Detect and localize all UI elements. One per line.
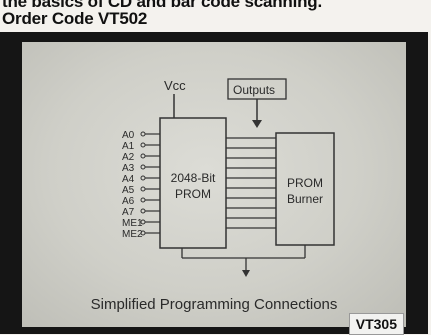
pin-label-a4: A4 [122,174,135,185]
pin-label-a7: A7 [122,207,135,218]
pin-terminal-a6 [141,198,145,202]
pin-label-a5: A5 [122,185,135,196]
outputs-label: Outputs [233,83,275,97]
pin-terminal-a7 [141,209,145,213]
prom-label-line1: 2048-Bit [171,171,216,185]
pin-label-a3: A3 [122,163,135,174]
pin-label-a0: A0 [122,130,135,141]
outputs-arrow-head [252,120,262,128]
pin-terminal-a4 [141,176,145,180]
ground-path [182,245,305,274]
slide-screen: Vcc Outputs 2048-Bit PROM PROM Burner [22,42,406,327]
diagram-caption: Simplified Programming Connections [22,296,406,313]
pin-terminal-a0 [141,132,145,136]
slide-code-badge: VT305 [349,313,404,335]
pin-terminal-a1 [141,143,145,147]
prom-label-line2: PROM [175,187,211,201]
ground-arrow [242,270,250,277]
pin-terminal-a3 [141,165,145,169]
header: the basics of CD and bar code scanning. … [0,0,431,34]
pin-label-a2: A2 [122,152,135,163]
burner-label-line2: Burner [287,192,323,206]
pin-label-a6: A6 [122,196,135,207]
burner-label-line1: PROM [287,176,323,190]
pin-label-a1: A1 [122,141,135,152]
programming-diagram: Vcc Outputs 2048-Bit PROM PROM Burner [22,42,406,327]
pin-terminal-a2 [141,154,145,158]
pin-label-me2: ME2 [122,229,143,240]
data-bus-lines [226,138,276,228]
order-code-title: Order Code VT502 [2,9,147,29]
pin-label-me1: ME1 [122,218,143,229]
pin-terminal-a5 [141,187,145,191]
slide-photo: Vcc Outputs 2048-Bit PROM PROM Burner [0,32,428,334]
vcc-label: Vcc [164,78,186,93]
